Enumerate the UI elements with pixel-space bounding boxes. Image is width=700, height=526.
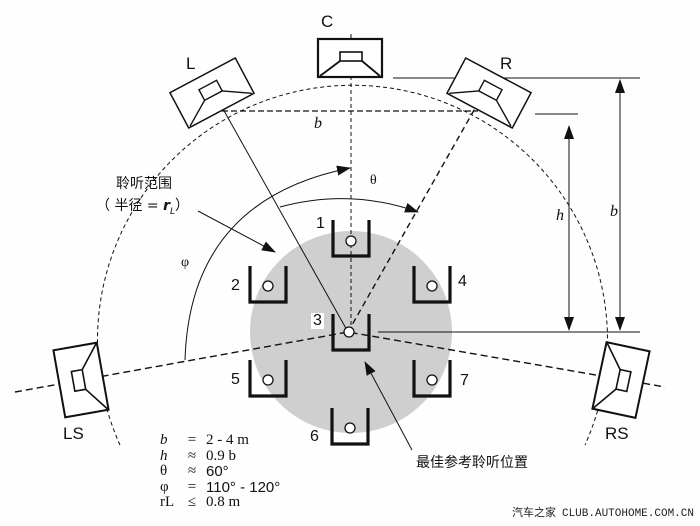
seat-4-label: 4 [458,273,467,290]
legend-row-phi: φ=110° - 120° [160,478,281,496]
listening-area-arrow [197,210,276,253]
seat-1 [331,220,371,258]
radius-var: r [163,198,170,214]
phi-label: φ [181,255,190,270]
speaker-ls [52,341,110,419]
watermark-cn: 汽车之家 [511,506,556,519]
speaker-r-label: R [500,54,513,73]
seat-2-label: 2 [231,277,240,294]
legend-row-theta: θ≈60° [160,463,229,480]
watermark-url: CLUB.AUTOHOME.COM.CN [561,508,694,520]
legend-row-b: b=2 - 4 m [160,432,249,448]
speaker-rs-label: RS [605,424,629,443]
speaker-l [168,56,256,130]
seat-6-label: 6 [310,428,319,445]
watermark: 汽车之家 CLUB.AUTOHOME.COM.CN [512,504,694,520]
speaker-c-label: C [321,12,334,31]
seat-7-label: 7 [460,372,469,389]
b-vertical-label: b [610,203,618,220]
speaker-ls-label: LS [63,424,84,443]
h-dimension-label: h [556,207,564,224]
radius-suffix: ） [175,198,190,214]
radius-sub: L [170,206,176,217]
best-position-arrow [364,361,413,451]
seat-1-label: 1 [316,215,325,232]
seat-5-label: 5 [231,371,240,388]
listening-area-title: 聆听范围 [116,176,172,192]
speaker-rs [591,340,651,420]
seat-5 [248,360,288,398]
legend-row-rl: rL≤0.8 m [160,494,241,510]
seat-2 [248,266,288,304]
best-position-label: 最佳参考聆听位置 [416,455,528,471]
theta-label: θ [370,173,377,188]
legend-row-h: h≈0.9 b [160,447,236,464]
speaker-r [445,56,533,130]
phi-arc [184,165,351,361]
surround-axis [14,331,666,393]
listening-area-radius: （ 半径 = rL） [96,199,189,217]
speaker-c [316,37,384,79]
seat-6 [330,408,370,446]
seat-3-label: 3 [311,312,324,329]
seat-7 [412,360,452,398]
seat-4 [412,266,452,304]
seat-3 [331,314,371,352]
radius-prefix: （ 半径 = [96,198,164,214]
l-listener-line [203,74,349,333]
parameter-legend: b=2 - 4 m h≈0.9 b θ≈60° φ=110° - 120° rL… [160,432,281,511]
speaker-l-label: L [186,54,196,73]
theta-arc [279,198,419,213]
speaker-circle-arc [97,84,608,446]
b-horizontal-label: b [314,115,322,132]
